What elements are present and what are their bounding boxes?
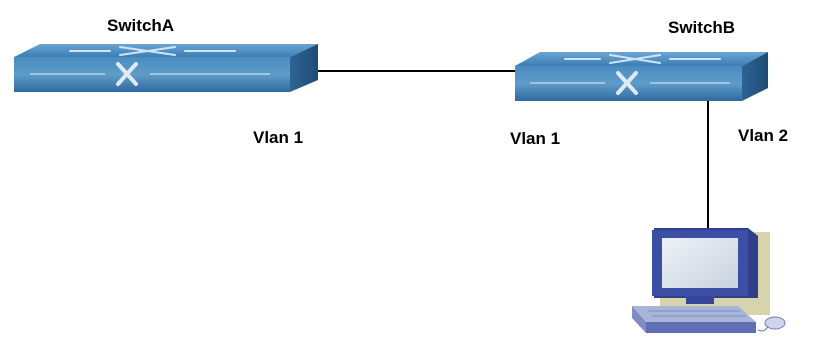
switch-a-icon bbox=[14, 44, 318, 92]
switch-a-label: SwitchA bbox=[107, 16, 175, 35]
switch-a-vlan-label: Vlan 1 bbox=[253, 128, 304, 147]
switch-b-uplink-vlan-label: Vlan 1 bbox=[510, 129, 561, 148]
switch-b-label: SwitchB bbox=[668, 18, 736, 37]
computer-icon bbox=[632, 228, 786, 333]
switch-b-icon bbox=[515, 52, 768, 101]
switch-b-downlink-vlan-label: Vlan 2 bbox=[738, 126, 789, 145]
